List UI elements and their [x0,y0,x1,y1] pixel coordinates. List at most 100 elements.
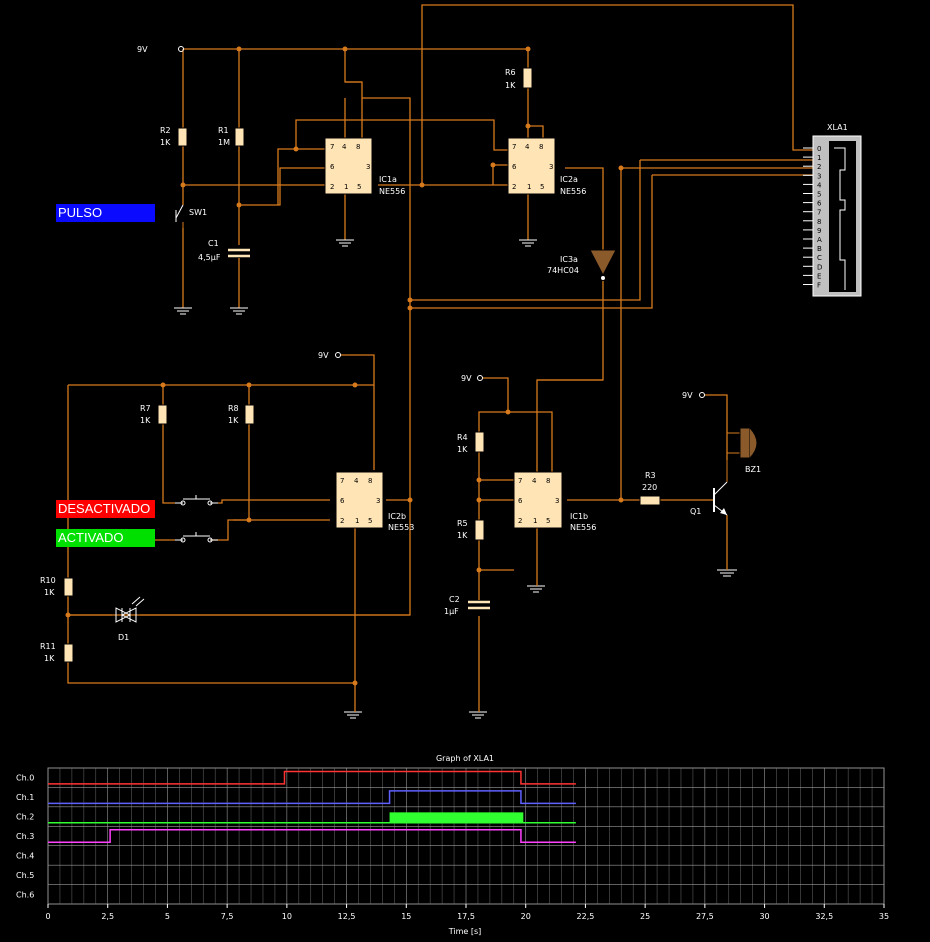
supply-9v-middle: 9V [318,351,341,360]
svg-text:220: 220 [642,483,657,492]
svg-text:7: 7 [512,143,516,151]
svg-text:4: 4 [525,143,530,151]
svg-text:BZ1: BZ1 [745,465,761,474]
resistor-r5: R5 1K [457,519,485,541]
series-mark-burst [389,812,524,823]
capacitor-c2: C2 1µF [444,595,490,616]
svg-text:SW1: SW1 [189,208,207,217]
pushbutton-desactivar [175,495,218,506]
ic3a-inverter: IC3a 74HC04 [547,249,617,281]
svg-text:R10: R10 [40,576,56,585]
svg-text:C1: C1 [208,239,219,248]
svg-text:R7: R7 [140,404,151,413]
wires-middle-left [67,354,410,712]
svg-text:1K: 1K [457,531,468,540]
svg-text:R3: R3 [645,471,656,480]
channel-label: Ch.6 [16,890,34,899]
x-tick-label: 17,5 [457,912,475,921]
svg-text:1: 1 [527,183,531,191]
resistor-r11: R11 1K [40,642,74,663]
svg-text:2: 2 [330,183,334,191]
svg-text:2: 2 [518,517,522,525]
xla-pin-label: 3 [817,172,821,180]
resistor-r2: R2 1K [160,126,188,147]
svg-text:1K: 1K [228,416,239,425]
resistor-r1: R1 1M [218,126,245,147]
svg-text:1K: 1K [505,81,516,90]
pulso-button[interactable]: PULSO [56,204,155,222]
svg-text:C2: C2 [449,595,460,604]
svg-text:R5: R5 [457,519,468,528]
svg-text:1µF: 1µF [444,607,459,616]
xla-pin-label: A [817,236,822,244]
svg-text:7: 7 [340,477,344,485]
svg-text:4: 4 [532,477,537,485]
svg-text:6: 6 [340,497,345,505]
xla-pin-label: F [817,282,821,290]
transistor-q1: Q1 [690,460,728,516]
svg-text:4: 4 [354,477,359,485]
capacitor-c1: C1 4,5µF [198,239,250,262]
svg-text:1K: 1K [44,654,55,663]
svg-text:1: 1 [344,183,348,191]
activado-label: ACTIVADO [58,530,124,545]
svg-text:3: 3 [376,497,380,505]
svg-text:2: 2 [340,517,344,525]
svg-text:5: 5 [546,517,550,525]
svg-text:1K: 1K [457,445,468,454]
x-tick-label: 5 [165,912,170,921]
svg-text:4: 4 [342,143,347,151]
svg-text:3: 3 [366,163,370,171]
x-tick-label: 12,5 [338,912,356,921]
xla-pin-label: 9 [817,227,821,235]
x-tick-label: 22,5 [577,912,595,921]
xla-pin-label: 8 [817,218,821,226]
junctions-top [180,46,624,311]
svg-text:Q1: Q1 [690,507,701,516]
svg-text:3: 3 [555,497,559,505]
svg-text:NE556: NE556 [570,523,596,532]
series-line-ch1 [48,790,576,805]
xla-pin-label: 1 [817,154,821,162]
channel-label: Ch.2 [16,813,34,822]
resistor-r4: R4 1K [457,431,485,454]
channel-label: Ch.0 [16,774,34,783]
svg-text:IC3a: IC3a [560,255,578,264]
graph-xlabel: Time [s] [448,927,482,936]
svg-text:R2: R2 [160,126,171,135]
x-tick-label: 32,5 [815,912,833,921]
svg-text:1K: 1K [140,416,151,425]
desactivado-button[interactable]: DESACTIVADO [56,500,155,518]
xla-pin-label: 7 [817,209,821,217]
svg-text:R8: R8 [228,404,239,413]
junctions-right [476,409,624,573]
channel-label: Ch.5 [16,871,34,880]
wires-top [68,4,814,616]
x-tick-label: 0 [45,912,50,921]
pushbutton-activar [175,532,218,543]
xla-pin-label: 0 [817,145,821,153]
svg-text:8: 8 [368,477,372,485]
supply-9v-right: 9V [461,374,483,383]
supply-9v-buzzer: 9V [682,391,705,400]
svg-text:NE556: NE556 [560,187,586,196]
desactivado-label: DESACTIVADO [58,501,151,516]
xla1-graph: Graph of XLA1 Ch.0Ch.1Ch.2Ch.3Ch.4Ch.5Ch… [16,754,889,936]
svg-text:R6: R6 [505,68,516,77]
buzzer-bz1: BZ1 [727,427,761,474]
xla-pin-label: 6 [817,200,822,208]
svg-text:XLA1: XLA1 [827,123,848,132]
activado-button[interactable]: ACTIVADO [56,529,155,547]
xla-pin-label: B [817,245,822,253]
svg-text:IC2b: IC2b [388,512,406,521]
svg-text:5: 5 [368,517,372,525]
svg-text:9V: 9V [318,351,329,360]
svg-text:8: 8 [539,143,543,151]
x-tick-label: 35 [879,912,889,921]
svg-text:NE556: NE556 [379,187,405,196]
svg-text:5: 5 [357,183,361,191]
svg-text:R1: R1 [218,126,229,135]
